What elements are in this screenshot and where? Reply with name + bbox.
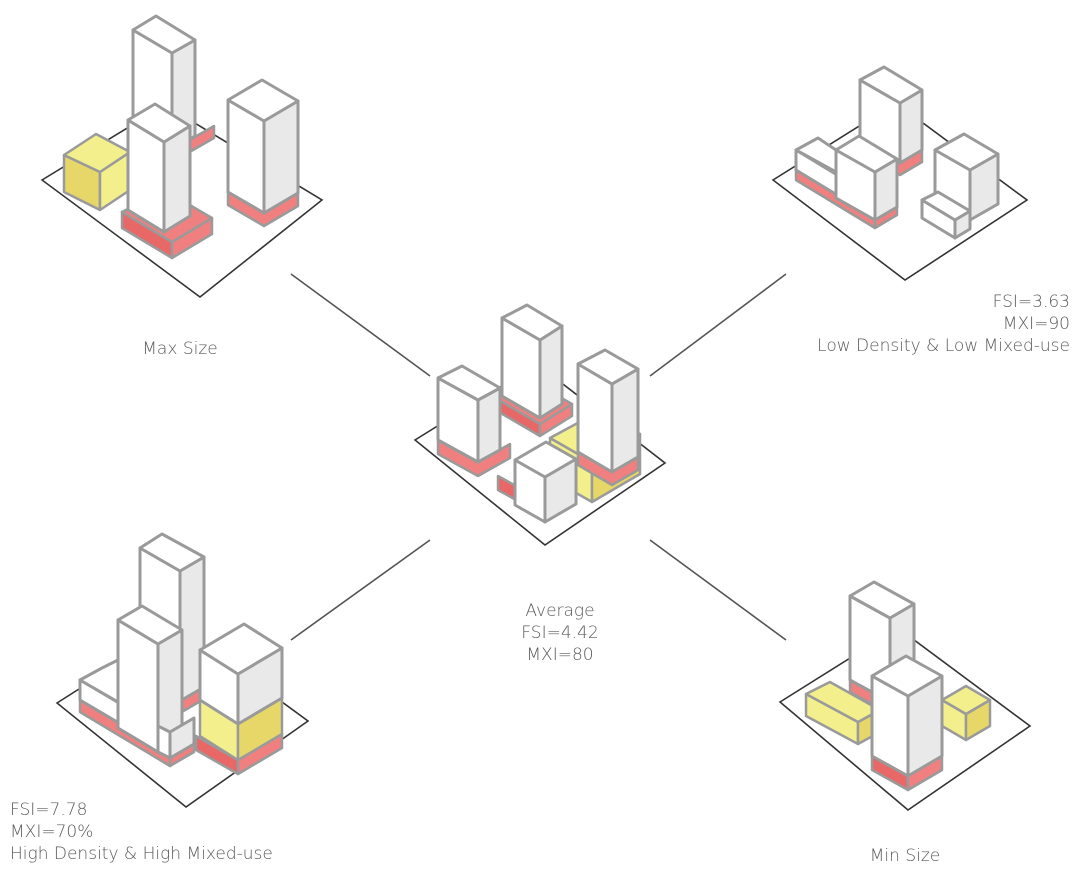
label-high-density: FSI=7.78 MXI=70% High Density & High Mix… (10, 799, 370, 865)
connector-high (290, 539, 431, 641)
connector-lines (290, 273, 787, 641)
label-max-size: Max Size (100, 338, 260, 360)
low-density-mxi: MXI=90 (1002, 314, 1070, 334)
high-density-fsi: FSI=7.78 (10, 800, 88, 820)
massing-low-density (771, 65, 1029, 281)
average-mxi: MXI=80 (526, 645, 594, 665)
connector-low (649, 273, 787, 377)
label-low-density: FSI=3.63 MXI=90 Low Density & Low Mixed-… (760, 291, 1070, 357)
high-density-mxi: MXI=70% (10, 822, 94, 842)
low-density-fsi: FSI=3.63 (992, 292, 1070, 312)
average-title: Average (525, 601, 595, 621)
low-density-description: Low Density & Low Mixed-use (817, 336, 1070, 356)
massing-average (413, 303, 667, 546)
label-average: Average FSI=4.42 MXI=80 (480, 600, 640, 666)
high-density-description: High Density & High Mixed-use (10, 844, 273, 864)
max-size-title: Max Size (142, 339, 218, 359)
average-fsi: FSI=4.42 (521, 623, 599, 643)
connector-min (649, 539, 787, 641)
massing-high-density (55, 532, 310, 809)
massing-min-size (778, 580, 1032, 812)
label-min-size: Min Size (840, 845, 970, 867)
massing-max-size (40, 14, 324, 299)
connector-max (290, 273, 431, 377)
min-size-title: Min Size (869, 846, 941, 866)
